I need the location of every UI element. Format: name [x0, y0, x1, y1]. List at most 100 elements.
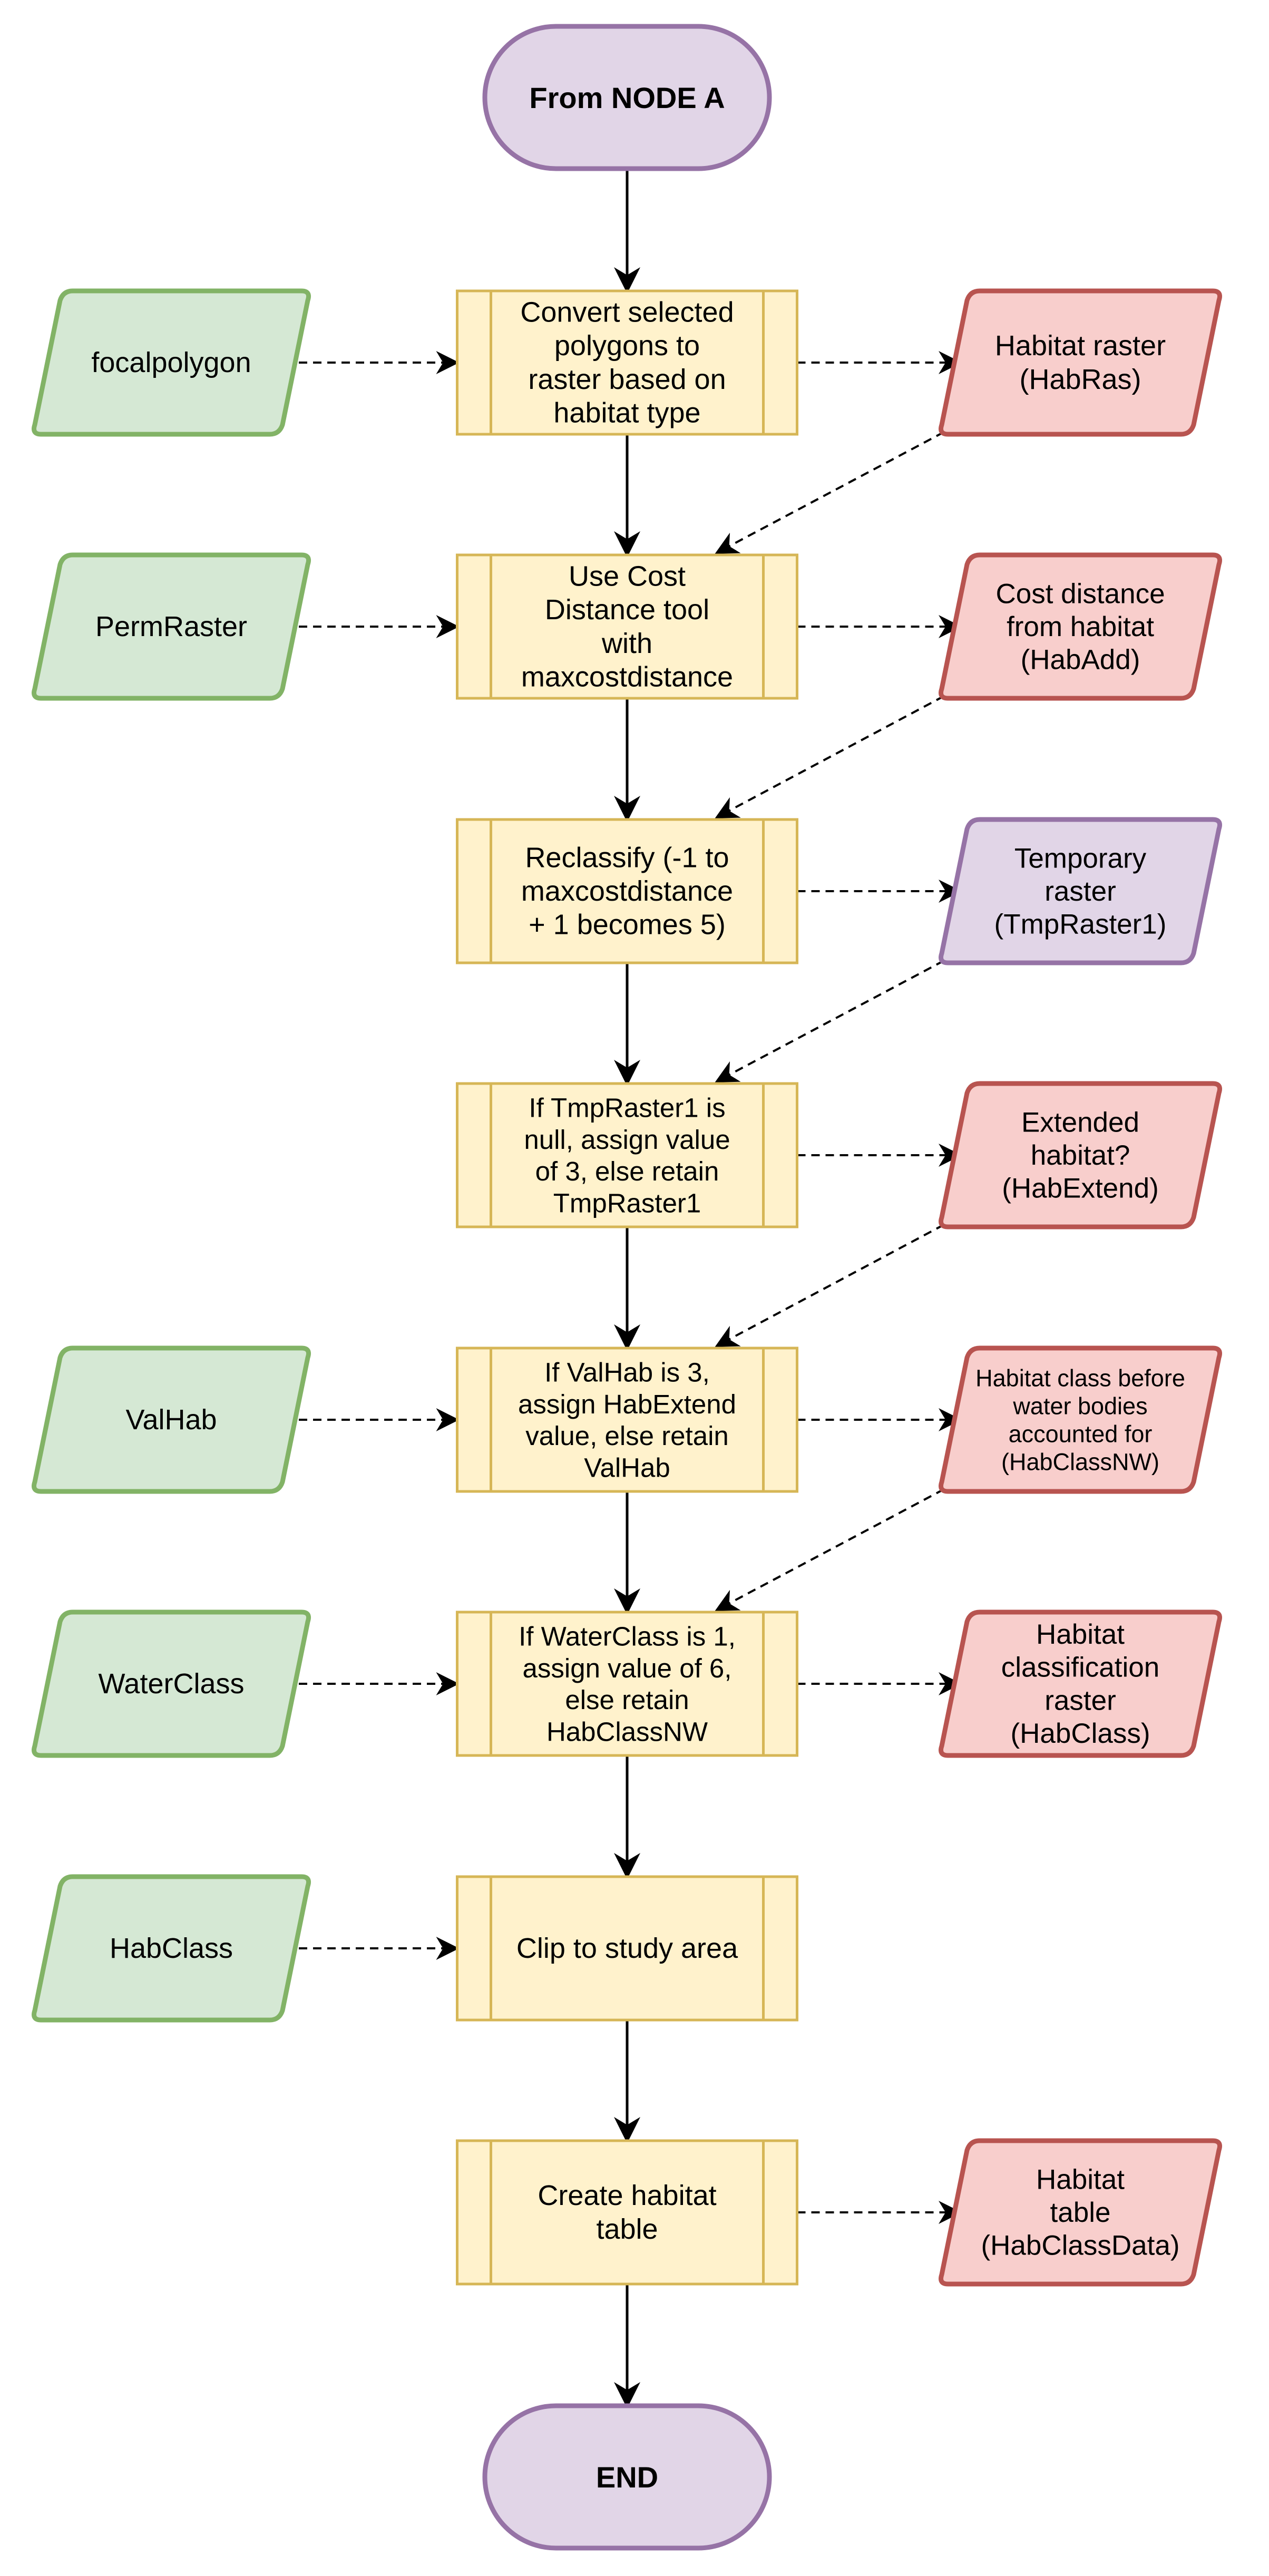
out1-label-line: (HabRas)	[1019, 364, 1141, 395]
out5-label-line: accounted for	[1009, 1420, 1153, 1447]
out2-shape	[939, 552, 1222, 701]
p5-label-line: If ValHab is 3,	[544, 1357, 710, 1387]
out2-label-line: (HabAdd)	[1021, 644, 1140, 675]
out5-label-line: (HabClassNW)	[1001, 1448, 1159, 1475]
out1-shape	[939, 288, 1222, 437]
end-shape	[482, 2403, 772, 2551]
start-label: From NODE A	[529, 81, 725, 114]
p6-label-line: If WaterClass is 1,	[519, 1621, 736, 1651]
out4-shape	[939, 1081, 1222, 1230]
in5-label-line: ValHab	[125, 1404, 217, 1436]
out3-label-line: (TmpRaster1)	[994, 909, 1167, 940]
p2-label-line: Distance tool	[545, 594, 709, 626]
node-start: From NODE A	[482, 24, 772, 171]
out3-label-line: Temporary	[1014, 843, 1147, 874]
out2-label-line: from habitat	[1007, 611, 1154, 642]
in1-label-line: focalpolygon	[91, 347, 251, 378]
node-in7: HabClass	[32, 1874, 311, 2023]
out4-label-line: Extended	[1021, 1107, 1139, 1138]
in5-label: ValHab	[125, 1404, 217, 1436]
p5-label-line: value, else retain	[525, 1421, 729, 1451]
out8-shape	[939, 2138, 1222, 2287]
out6-label-line: Habitat	[1036, 1619, 1125, 1650]
p5-shape	[456, 1346, 798, 1493]
p8-shape	[456, 2139, 798, 2286]
out4-label-line: (HabExtend)	[1002, 1173, 1159, 1204]
end-label: END	[596, 2461, 658, 2494]
p2-label-line: with	[601, 628, 652, 659]
in5-shape	[32, 1345, 311, 1494]
p4-label-line: If TmpRaster1 is	[529, 1092, 725, 1123]
out8-label-line: Habitat	[1036, 2164, 1125, 2195]
p6-label-line: assign value of 6,	[523, 1653, 732, 1683]
out6-label-line: raster	[1045, 1685, 1116, 1716]
p2-shape	[456, 553, 798, 700]
edges-layer	[285, 169, 962, 2408]
in1-label: focalpolygon	[91, 347, 251, 378]
out6-label-line: (HabClass)	[1010, 1718, 1150, 1749]
p7-label-line: Clip to study area	[516, 1933, 738, 1964]
in7-label: HabClass	[110, 1933, 233, 1964]
out3-shape	[939, 817, 1222, 965]
node-out1: Habitat raster(HabRas)	[939, 288, 1222, 437]
p2-label-line: Use Cost	[569, 560, 686, 592]
p3-label-line: Reclassify (-1 to	[525, 842, 729, 873]
out5-label-line: water bodies	[1012, 1392, 1147, 1419]
in2-label: PermRaster	[95, 611, 247, 642]
edge-out3-to-p4	[715, 960, 944, 1082]
start-shape	[482, 24, 772, 171]
p3-label-line: + 1 becomes 5)	[529, 909, 726, 941]
in2-label-line: PermRaster	[95, 611, 247, 642]
node-in2: PermRaster	[32, 552, 311, 701]
p7-label: Clip to study area	[516, 1933, 738, 1964]
p7-shape	[456, 1875, 798, 2022]
p8-label-line: Create habitat	[538, 2180, 716, 2211]
p6-label: If WaterClass is 1,assign value of 6,els…	[519, 1621, 736, 1746]
p1-label-line: habitat type	[553, 397, 700, 429]
p4-label-line: TmpRaster1	[553, 1188, 701, 1218]
node-p6: If WaterClass is 1,assign value of 6,els…	[456, 1611, 798, 1757]
in6-label-line: WaterClass	[98, 1668, 244, 1700]
out4-label-line: habitat?	[1031, 1140, 1130, 1171]
out8-label-line: (HabClassData)	[981, 2230, 1179, 2261]
node-end: END	[482, 2403, 772, 2551]
out5-label-line: Habitat class before	[975, 1364, 1185, 1391]
out5-shape	[939, 1345, 1222, 1494]
in7-label-line: HabClass	[110, 1933, 233, 1964]
p1-label-line: Convert selected	[520, 296, 734, 328]
p2-label-line: maxcostdistance	[521, 661, 733, 693]
p4-label-line: of 3, else retain	[535, 1156, 719, 1186]
p5-label-line: assign HabExtend	[518, 1389, 736, 1419]
out3-label-line: raster	[1045, 876, 1116, 907]
in7-shape	[32, 1874, 311, 2023]
p4-label-line: null, assign value	[524, 1124, 730, 1154]
p8-label-line: table	[596, 2213, 658, 2245]
start-label-line: From NODE A	[529, 81, 725, 114]
out8-label-line: table	[1050, 2197, 1111, 2228]
p1-label-line: raster based on	[528, 364, 726, 395]
end-label-line: END	[596, 2461, 658, 2494]
in1-shape	[32, 288, 311, 437]
edge-out4-to-p5	[715, 1224, 944, 1347]
